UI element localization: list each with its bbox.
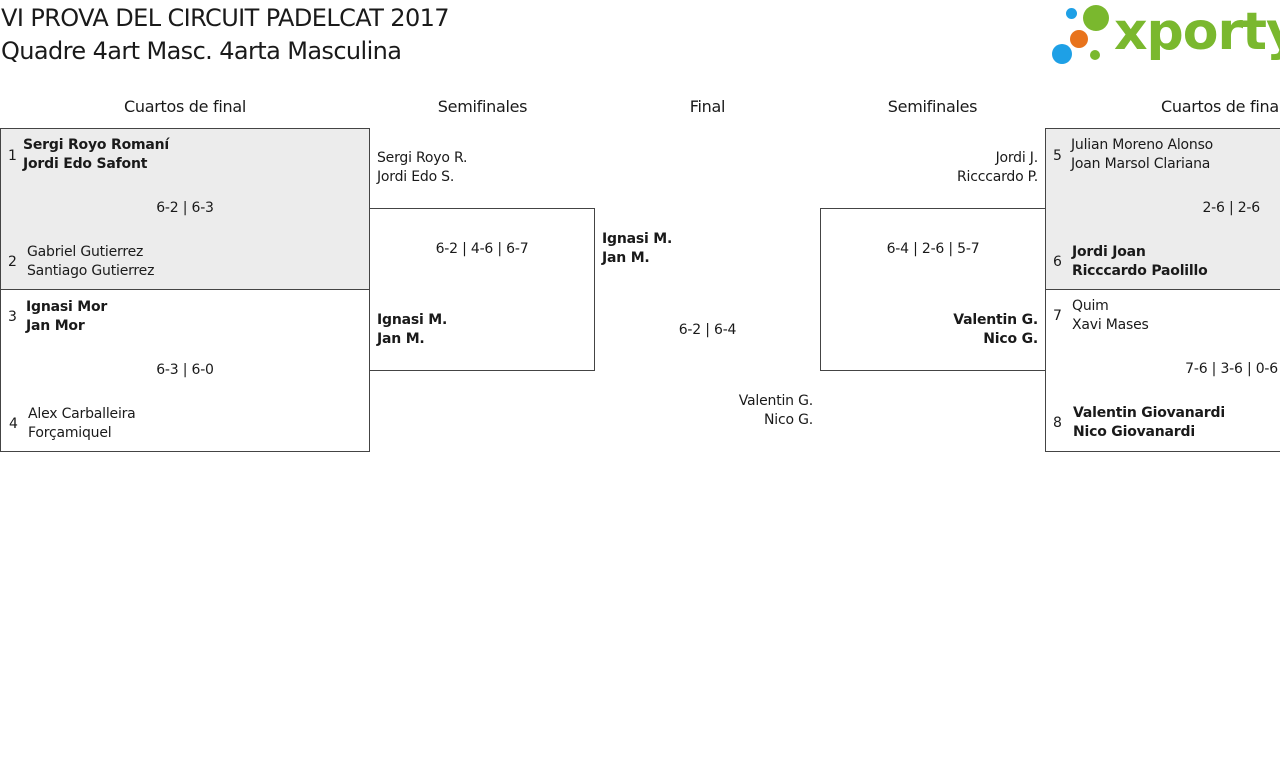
logo-dot-orange [1070,30,1088,48]
xporty-logo[interactable]: xporty [1052,2,1280,68]
column-header-right-semifinals: Semifinales [887,97,978,116]
column-header-right-quarterfinals: Cuartos de final [1161,97,1280,116]
player-name: Jan Mor [26,318,85,334]
player-name: Quim [1072,298,1109,314]
finalist-name: Valentin G. [738,393,813,409]
player-name: Jordi Edo Safont [23,156,148,172]
player-name: Forçamiquel [28,425,112,441]
player-name: Xavi Mases [1072,317,1149,333]
semifinal-right-connector[interactable]: 6-4 | 2-6 | 5-7 Valentin G. Nico G. [820,208,1045,371]
column-header-left-quarterfinals: Cuartos de final [124,97,246,116]
match-score: 6-4 | 2-6 | 5-7 [886,241,980,257]
player-name: Jordi J. [995,150,1039,166]
player-name: Ricccardo P. [956,169,1038,185]
match-score: 6-2 | 4-6 | 6-7 [435,241,529,257]
match-card-qf1[interactable]: 1 Sergi Royo Romaní Jordi Edo Safont 6-2… [0,128,370,290]
player-name: Nico Giovanardi [1073,424,1195,440]
player-name: Valentin G. [953,312,1038,328]
finalist-name: Ignasi M. [602,231,673,247]
player-name: Sergi Royo R. [377,150,468,166]
match-score: 6-3 | 6-0 [156,362,214,378]
match-score: 6-2 | 6-3 [156,200,214,216]
player-name: Alex Carballeira [28,406,136,422]
seed-number: 5 [1053,148,1062,164]
seed-number: 7 [1053,308,1062,324]
match-score: 7-6 | 3-6 | 0-6 [1185,361,1278,377]
player-name: Joan Marsol Clariana [1071,156,1211,172]
logo-dot-blue-large [1052,44,1072,64]
final-score: 6-2 | 6-4 [678,322,737,338]
seed-number: 4 [9,416,18,432]
logo-dot-green-small [1090,50,1100,60]
seed-number: 2 [8,254,17,270]
semifinal-left-top[interactable]: Sergi Royo R. Jordi Edo S. [370,128,595,208]
logo-dot-blue-small [1066,8,1077,19]
player-name: Ignasi M. [377,312,448,328]
player-name: Santiago Gutierrez [27,263,155,279]
player-name: Julian Moreno Alonso [1071,137,1214,153]
tournament-title: VI PROVA DEL CIRCUIT PADELCAT 2017 [1,4,450,32]
match-score: 2-6 | 2-6 [1202,200,1260,216]
seed-number: 3 [8,309,17,325]
match-card-qf4[interactable]: 7 Quim Xavi Mases 7-6 | 3-6 | 0-6 8 Vale… [1045,289,1280,452]
seed-number: 6 [1053,254,1062,270]
finalist-name: Jan M. [602,250,650,266]
player-name: Nico G. [983,331,1038,347]
player-name: Sergi Royo Romaní [23,137,169,153]
column-header-left-semifinals: Semifinales [437,97,528,116]
draw-subtitle: Quadre 4art Masc. 4arta Masculina [1,37,402,65]
match-card-qf2[interactable]: 3 Ignasi Mor Jan Mor 6-3 | 6-0 4 Alex Ca… [0,289,370,452]
player-name: Ricccardo Paolillo [1072,263,1208,279]
player-name: Jan M. [377,331,425,347]
player-name: Jordi Joan [1072,244,1146,260]
column-header-final: Final [689,97,726,116]
semifinal-left-connector[interactable]: 6-2 | 4-6 | 6-7 Ignasi M. Jan M. [370,208,595,371]
finalist-name: Nico G. [764,412,813,428]
logo-dot-green-large [1083,5,1109,31]
logo-wordmark: xporty [1114,2,1280,62]
player-name: Jordi Edo S. [377,169,455,185]
player-name: Valentin Giovanardi [1073,405,1225,421]
player-name: Gabriel Gutierrez [27,244,144,260]
seed-number: 1 [8,148,17,164]
player-name: Ignasi Mor [26,299,108,315]
final-match[interactable]: Ignasi M. Jan M. 6-2 | 6-4 Valentin G. N… [595,208,820,438]
semifinal-right-top[interactable]: Jordi J. Ricccardo P. [820,128,1045,208]
seed-number: 8 [1053,415,1062,431]
match-card-qf3[interactable]: 5 Julian Moreno Alonso Joan Marsol Clari… [1045,128,1280,290]
